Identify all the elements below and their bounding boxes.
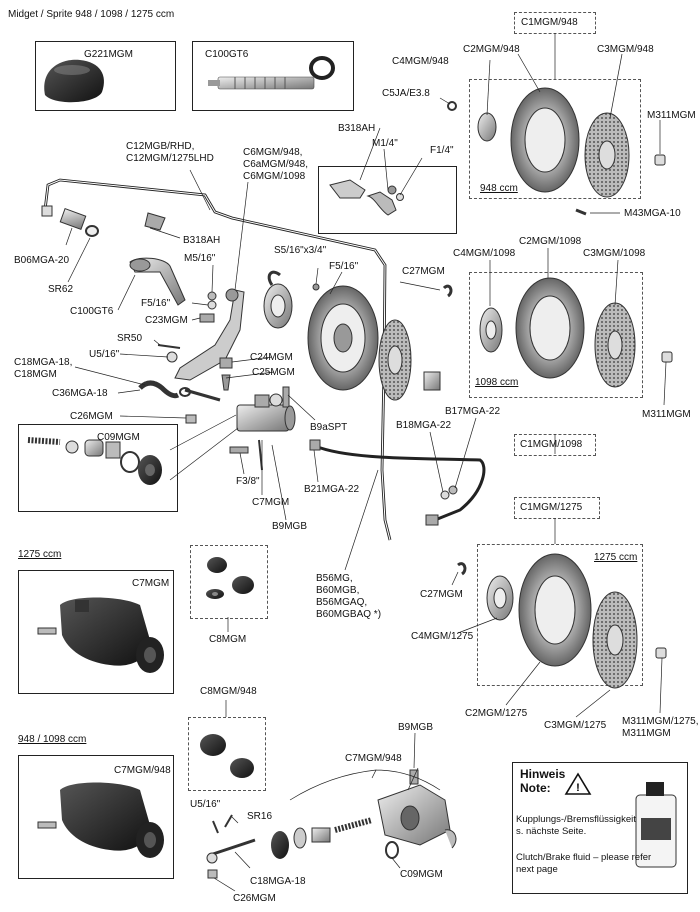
b318ah-box <box>318 166 457 234</box>
label-b21: B21MGA-22 <box>304 484 360 495</box>
brake-fluid-bottle-photo <box>635 782 677 868</box>
label-u5-16a: U5/16" <box>89 349 120 360</box>
label-c18-2: C18MGM <box>14 369 57 380</box>
label-c24: C24MGM <box>250 352 293 363</box>
label-f3-8: F3/8" <box>236 476 260 487</box>
label-c8mgm: C8MGM <box>209 634 247 645</box>
label-b17: B17MGA-22 <box>445 406 501 417</box>
label-f1-4: F1/4" <box>430 145 454 156</box>
label-m311-bot1: M311MGM/1275, <box>622 716 699 727</box>
c948-kit-box <box>469 79 641 199</box>
label-c3mgm1275: C3MGM/1275 <box>544 720 607 731</box>
label-f5-16b: F5/16" <box>329 261 359 272</box>
label-u5-16b: U5/16" <box>190 799 221 810</box>
label-c2mgm948: C2MGM/948 <box>463 44 520 55</box>
label-sr16: SR16 <box>247 811 273 822</box>
note-heading-de: Hinweis <box>520 767 566 781</box>
label-f5-16a: F5/16" <box>141 298 171 309</box>
label-c3mgm1098: C3MGM/1098 <box>583 248 646 259</box>
label-b9aspt: B9aSPT <box>310 422 348 433</box>
section-1098: 1098 ccm <box>475 377 519 388</box>
label-c3mgm948: C3MGM/948 <box>597 44 654 55</box>
label-c7mgm948-box: C7MGM/948 <box>114 765 171 776</box>
label-c6-1: C6MGM/948, <box>243 147 303 158</box>
label-c4mgm1275: C4MGM/1275 <box>411 631 474 642</box>
label-c18mga18: C18MGA-18 <box>250 876 306 887</box>
label-c7mgm: C7MGM <box>252 497 290 508</box>
label-c26: C26MGM <box>70 411 113 422</box>
label-c18-1: C18MGA-18, <box>14 357 73 368</box>
label-m5-16: M5/16" <box>184 253 216 264</box>
label-c8mgm948: C8MGM/948 <box>200 686 257 697</box>
section-948-1098: 948 / 1098 ccm <box>18 734 87 745</box>
label-c1mgm1275: C1MGM/1275 <box>520 502 583 513</box>
label-c6-3: C6MGM/1098 <box>243 171 306 182</box>
label-c26mgm-bottom: C26MGM <box>233 893 276 904</box>
label-c100gt6-box: C100GT6 <box>205 49 249 60</box>
label-c7mgm948: C7MGM/948 <box>345 753 402 764</box>
label-c6-2: C6aMGM/948, <box>243 159 309 170</box>
label-c2mgm1098: C2MGM/1098 <box>519 236 582 247</box>
c8mgm-box <box>190 545 268 619</box>
label-m311-bot2: M311MGM <box>622 728 671 739</box>
label-b06: B06MGA-20 <box>14 255 70 266</box>
label-b9mgb-bottom: B9MGB <box>398 722 434 733</box>
label-c4mgm1098: C4MGM/1098 <box>453 248 516 259</box>
section-1275: 1275 ccm <box>18 549 62 560</box>
label-b56-1: B56MG, <box>316 573 353 584</box>
section-1275-box: 1275 ccm <box>594 552 638 563</box>
label-b56-2: B60MGB, <box>316 585 360 596</box>
label-b18: B18MGA-22 <box>396 420 452 431</box>
label-c36: C36MGA-18 <box>52 388 108 399</box>
label-c27a: C27MGM <box>402 266 445 277</box>
label-c1mgm948: C1MGM/948 <box>521 17 578 28</box>
label-g221: G221MGM <box>84 49 133 60</box>
label-b318ah-box: B318AH <box>338 123 376 134</box>
label-c27b: C27MGM <box>420 589 463 600</box>
label-c25: C25MGM <box>252 367 295 378</box>
label-c1mgm1098: C1MGM/1098 <box>520 439 583 450</box>
label-c4mgm948: C4MGM/948 <box>392 56 449 67</box>
page-title: Midget / Sprite 948 / 1098 / 1275 ccm <box>8 9 175 20</box>
c1098-kit-box <box>469 272 643 398</box>
label-c12-1: C12MGB/RHD, <box>126 141 195 152</box>
warning-triangle-icon <box>564 772 592 795</box>
label-m311-top: M311MGM <box>647 110 696 121</box>
slave-cylinder-drawing <box>236 386 296 432</box>
label-b9mgb: B9MGB <box>272 521 308 532</box>
label-sr50: SR50 <box>117 333 143 344</box>
label-c7mgm-box: C7MGM <box>132 578 170 589</box>
svg-text:!: ! <box>576 782 580 794</box>
note-text-en-1: Clutch/Brake fluid – please refer <box>516 852 652 863</box>
c1275-kit-box <box>477 544 643 686</box>
slave-cylinder-1275-photo <box>37 597 164 673</box>
clutch-hose <box>314 444 486 522</box>
label-m1-4: M1/4" <box>372 138 398 149</box>
note-heading-en: Note: <box>520 781 551 795</box>
label-c09mgm-bottom: C09MGM <box>400 869 443 880</box>
label-c09-box: C09MGM <box>97 432 140 443</box>
note-text-de-1: Kupplungs-/Bremsflüssigkeit <box>516 814 636 825</box>
label-sr62: SR62 <box>48 284 74 295</box>
label-c2mgm1275: C2MGM/1275 <box>465 708 528 719</box>
c8mgm948-box <box>188 717 266 791</box>
slave-cylinder-948-photo <box>37 782 164 858</box>
label-b56-3: B56MGAQ, <box>316 597 368 608</box>
note-text-en-2: next page <box>516 864 558 875</box>
label-b318ah: B318AH <box>183 235 221 246</box>
label-c23: C23MGM <box>145 315 188 326</box>
label-b56-4: B60MGBAQ *) <box>316 609 382 620</box>
label-m43: M43MGA-10 <box>624 208 681 219</box>
label-c100gt6: C100GT6 <box>70 306 114 317</box>
label-m311-mid: M311MGM <box>642 409 691 420</box>
clutch-pushrod-photo <box>208 56 335 90</box>
label-s5-16: S5/16"x3/4" <box>274 245 327 256</box>
c1mgm1275-tag <box>514 497 600 519</box>
label-c5ja: C5JA/E3.8 <box>382 88 430 99</box>
section-948: 948 ccm <box>480 183 518 194</box>
label-c12-2: C12MGM/1275LHD <box>126 153 214 164</box>
note-text-de-2: s. nächste Seite. <box>516 826 587 837</box>
